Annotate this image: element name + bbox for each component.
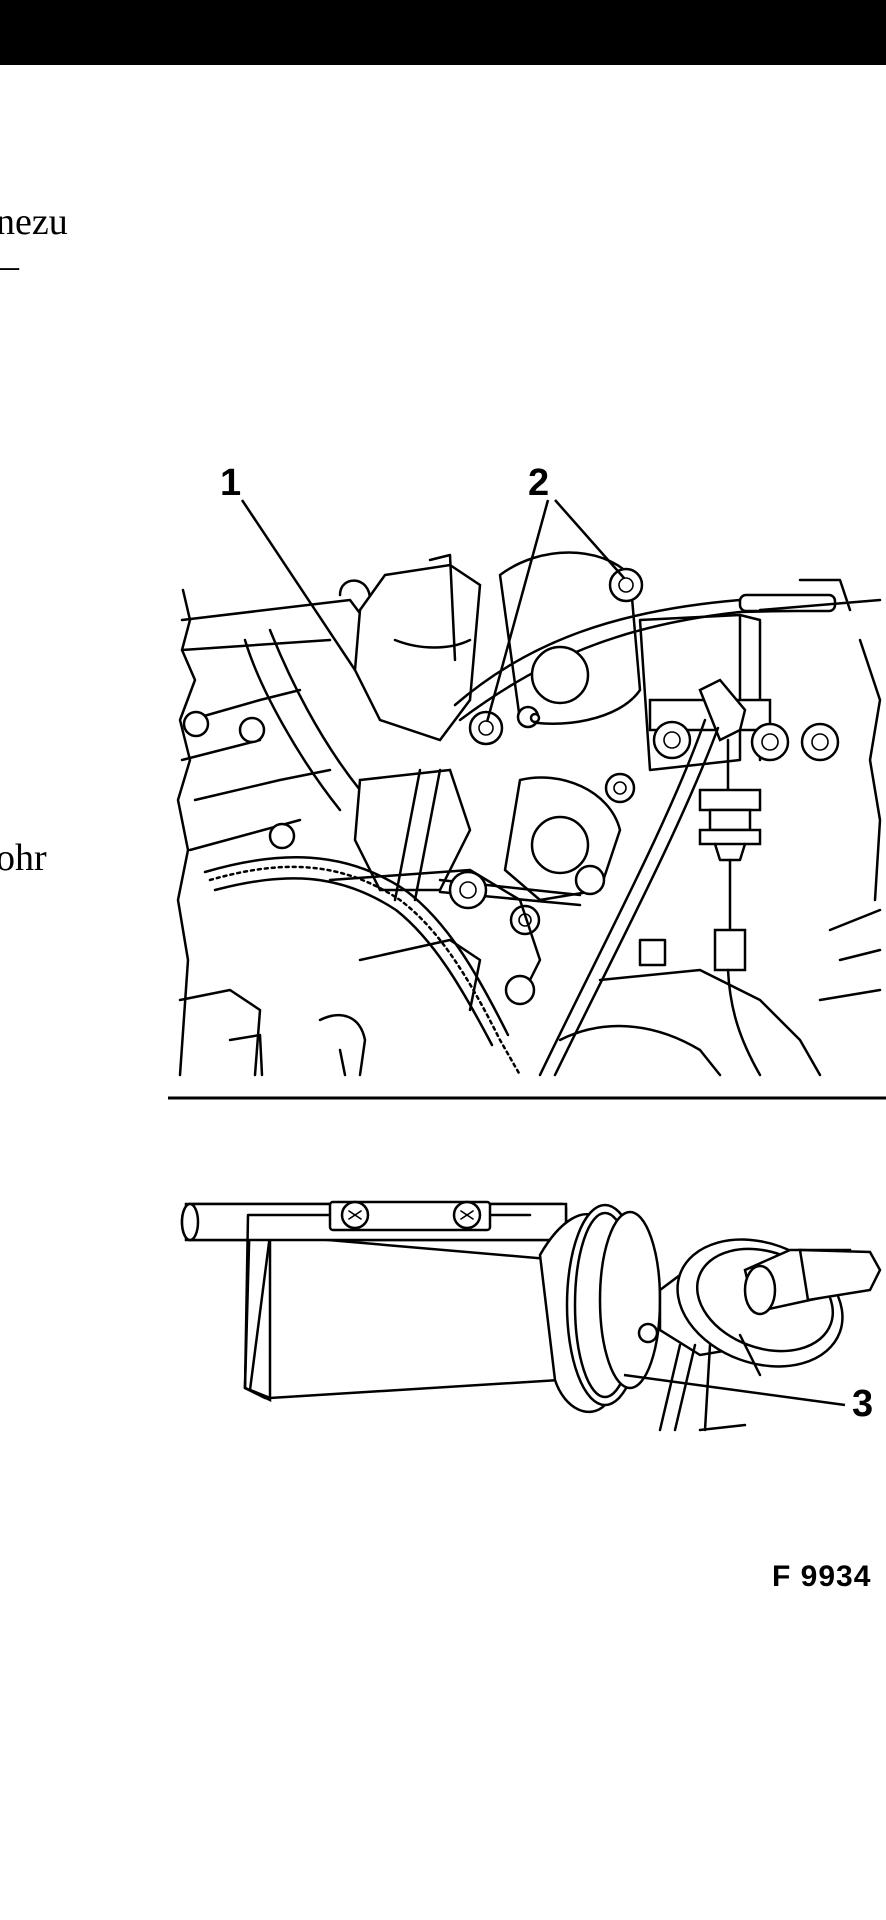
- callout-label-3: 3: [852, 1383, 874, 1425]
- top-black-bar: [0, 0, 886, 65]
- figure-code: F 9934: [772, 1560, 872, 1593]
- callout-label-2: 2: [528, 462, 550, 504]
- body-text-fragment-2: –: [0, 245, 19, 287]
- body-text-fragment-1: nezu: [0, 201, 68, 243]
- callout-label-1: 1: [220, 462, 242, 504]
- body-text-fragment-3: ohr: [0, 837, 47, 879]
